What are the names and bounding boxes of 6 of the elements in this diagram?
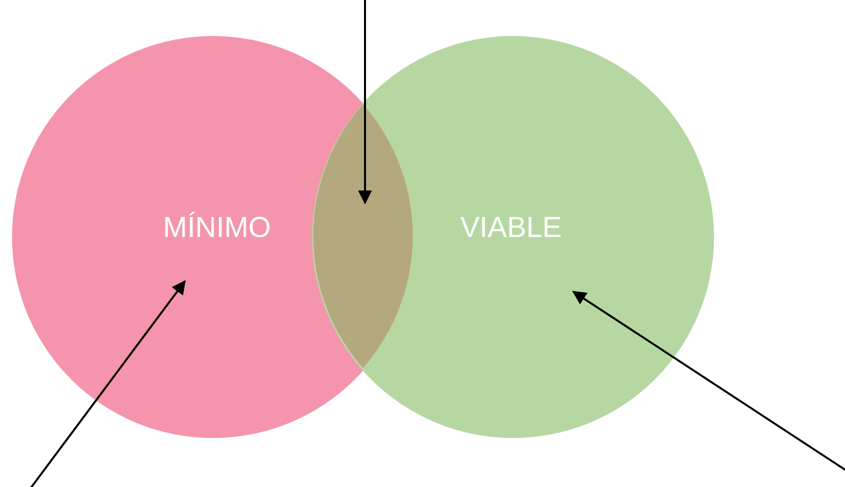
arrow: [358, 0, 372, 204]
arrow: [29, 280, 186, 487]
circle-label: VIABLE: [460, 212, 562, 244]
circle-label: MÍNIMO: [163, 212, 271, 244]
overlap-area: [313, 104, 415, 368]
arrow: [572, 290, 845, 472]
